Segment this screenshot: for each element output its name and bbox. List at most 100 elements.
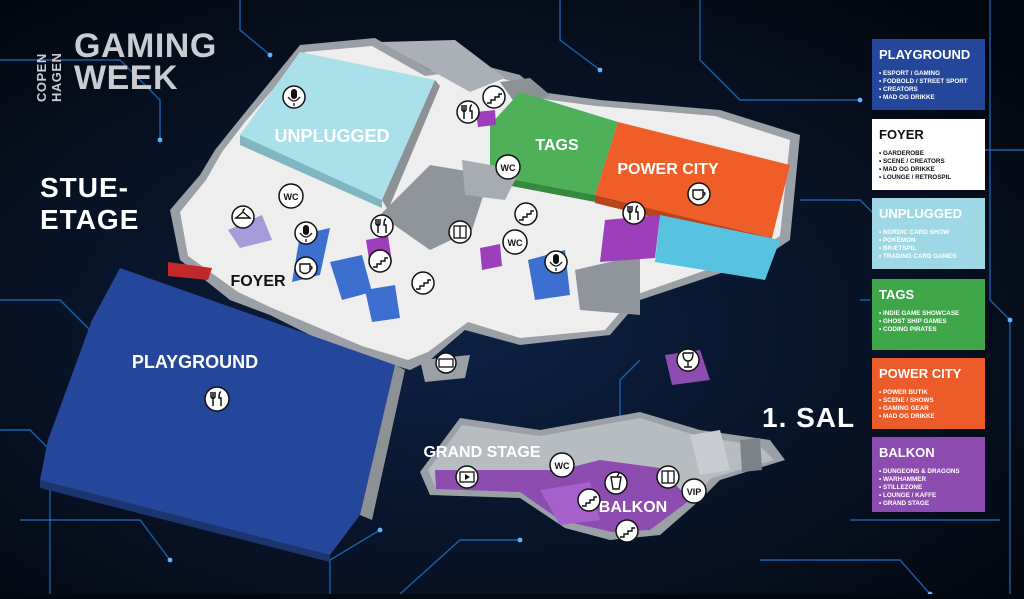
legend-item: FODBOLD / STREET SPORT xyxy=(879,78,985,86)
legend-item: STILLEZONE xyxy=(879,484,985,492)
legend-item: INDIE GAME SHOWCASE xyxy=(879,310,985,318)
circuit-node xyxy=(267,52,273,58)
legend-items: POWER BUTIKSCENE / SHOWSGAMING GEARMAD O… xyxy=(879,389,985,421)
playground-side xyxy=(40,480,330,562)
power-city-top xyxy=(595,122,790,238)
legend-items: DUNGEONS & DRAGONSWARHAMMERSTILLEZONELOU… xyxy=(879,468,985,508)
logo-city-line2: HAGEN xyxy=(49,52,64,102)
cutlery-icon[interactable] xyxy=(370,214,394,238)
stairs-person-icon[interactable] xyxy=(482,85,506,109)
legend-item: GAMING GEAR xyxy=(879,405,985,413)
playground-wall xyxy=(360,365,405,520)
unplugged-side xyxy=(240,135,382,208)
purple-block xyxy=(480,244,502,270)
legend-title: PLAYGROUND xyxy=(879,47,971,62)
circuit-line xyxy=(399,539,520,595)
floor-label-first: 1. SAL xyxy=(762,402,856,433)
legend-panel-unplugged[interactable]: UNPLUGGEDNORDIC CARD SHOWPOKÉMONBRÆTSPIL… xyxy=(872,198,985,269)
legend-item: POKÉMON xyxy=(879,237,985,245)
stairs-person-icon[interactable] xyxy=(577,488,601,512)
circuit-line xyxy=(239,0,271,56)
circuit-line xyxy=(20,519,171,561)
circuit-node xyxy=(517,537,523,543)
hanger-icon[interactable] xyxy=(231,205,255,229)
circuit-line xyxy=(559,0,601,71)
balcony-block xyxy=(740,438,762,472)
circuit-node xyxy=(157,137,163,143)
legend-items: ESPORT / GAMINGFODBOLD / STREET SPORTCRE… xyxy=(879,70,985,102)
circuit-line xyxy=(760,559,931,595)
zone-tags[interactable]: TAGS xyxy=(490,92,618,202)
cutlery-icon[interactable] xyxy=(622,201,646,225)
legend-panel-balkon[interactable]: BALKONDUNGEONS & DRAGONSWARHAMMERSTILLEZ… xyxy=(872,437,985,512)
cutlery-icon[interactable] xyxy=(204,386,230,412)
power-city-blue-area xyxy=(655,215,780,280)
legend-item: DUNGEONS & DRAGONS xyxy=(879,468,985,476)
purple-block xyxy=(476,110,496,127)
ticket-icon[interactable] xyxy=(435,352,457,374)
floor-label-ground-line2: ETAGE xyxy=(40,204,140,235)
elevator-icon[interactable] xyxy=(448,220,472,244)
stage-block xyxy=(365,285,400,322)
wc-icon[interactable]: WC xyxy=(502,229,528,255)
circuit-node xyxy=(377,527,383,533)
vip-icon-label: VIP xyxy=(687,487,702,497)
unplugged-wall xyxy=(382,80,440,210)
label-power-city: POWER CITY xyxy=(617,161,719,178)
entrance-arrow xyxy=(168,262,212,280)
circuit-line xyxy=(0,429,51,594)
label-playground: PLAYGROUND xyxy=(132,352,258,372)
legend-item: LOUNGE / RETROSPIL xyxy=(879,174,985,182)
label-grand-stage[interactable]: GRAND STAGE xyxy=(423,444,540,461)
legend-item: GARDEROBE xyxy=(879,150,985,158)
legend-item: MAD OG DRIKKE xyxy=(879,166,985,174)
label-foyer[interactable]: FOYER xyxy=(230,273,286,290)
wc-icon[interactable]: WC xyxy=(278,183,304,209)
coffee-cup-icon[interactable] xyxy=(294,256,318,280)
wc-icon-label: WC xyxy=(284,192,299,202)
legend-item: CODING PIRATES xyxy=(879,326,985,334)
wc-icon[interactable]: WC xyxy=(495,154,521,180)
legend-item: SCENE / SHOWS xyxy=(879,397,985,405)
wc-icon[interactable]: WC xyxy=(549,452,575,478)
legend-title: POWER CITY xyxy=(879,366,962,381)
circuit-node xyxy=(1007,317,1013,323)
balcony-block xyxy=(690,430,730,475)
microphone-icon[interactable] xyxy=(294,221,318,245)
stairs-person-icon[interactable] xyxy=(411,271,435,295)
drink-cup-icon[interactable] xyxy=(604,471,628,495)
stairs-person-icon[interactable] xyxy=(368,249,392,273)
label-tags: TAGS xyxy=(535,137,579,154)
vip-icon[interactable]: VIP xyxy=(681,478,707,504)
legend-panel-power-city[interactable]: POWER CITY POWER BUTIKSCENE / SHOWSGAMING… xyxy=(872,358,985,429)
elevator-icon[interactable] xyxy=(656,465,680,489)
legend-panel-foyer[interactable]: FOYERGARDEROBESCENE / CREATORSMAD OG DRI… xyxy=(872,119,985,190)
microphone-icon[interactable] xyxy=(544,250,568,274)
logo-city: COPEN HAGEN xyxy=(34,34,68,102)
label-balkon[interactable]: BALKON xyxy=(599,499,667,516)
cloakroom xyxy=(228,215,272,248)
legend-item: MAD OG DRIKKE xyxy=(879,94,985,102)
coffee-cup-icon[interactable] xyxy=(687,182,711,206)
microphone-icon[interactable] xyxy=(282,85,306,109)
stairs-person-icon[interactable] xyxy=(615,519,639,543)
legend-title: UNPLUGGED xyxy=(879,206,963,221)
first-floor: GRAND STAGE BALKON xyxy=(420,350,785,540)
cutlery-icon[interactable] xyxy=(456,100,480,124)
cinema-icon[interactable] xyxy=(455,465,479,489)
wc-icon-label: WC xyxy=(508,238,523,248)
legend-panel-tags[interactable]: TAGSINDIE GAME SHOWCASEGHOST SHIP GAMESC… xyxy=(872,279,985,350)
circuit-node xyxy=(167,557,173,563)
grey-block xyxy=(575,255,640,315)
wine-glass-icon[interactable] xyxy=(676,348,700,372)
circuit-node xyxy=(597,67,603,73)
stairs-person-icon[interactable] xyxy=(514,202,538,226)
legend-panel-playground[interactable]: PLAYGROUND ESPORT / GAMINGFODBOLD / STREE… xyxy=(872,39,985,110)
legend-item: GHOST SHIP GAMES xyxy=(879,318,985,326)
legend-item: CREATORS xyxy=(879,86,985,94)
legend-item: WARHAMMER xyxy=(879,476,985,484)
purple-block xyxy=(600,215,660,262)
circuit-line xyxy=(619,359,641,420)
